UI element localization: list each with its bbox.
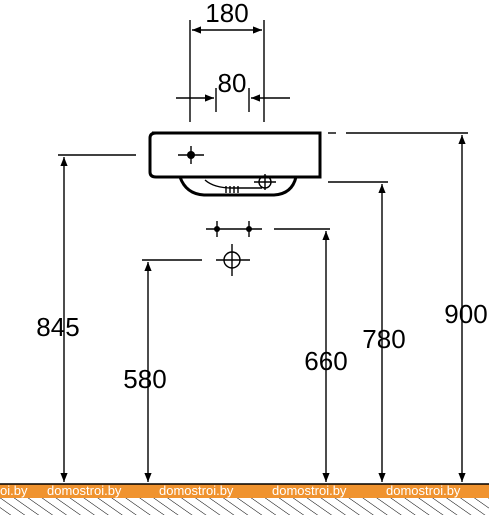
watermark-text: domostroi.by	[159, 483, 234, 498]
watermark-text: domostroi.by	[386, 483, 461, 498]
dimension-845: 845	[36, 154, 136, 482]
dimension-660: 660	[274, 228, 348, 482]
dimension-900: 900	[328, 132, 488, 482]
dimension-780: 780	[328, 181, 406, 482]
dimension-label-180: 180	[205, 0, 248, 28]
dimension-580: 580	[123, 259, 202, 482]
dimension-label-660: 660	[304, 346, 347, 376]
tap-hole-mark	[178, 146, 204, 164]
dimension-label-780: 780	[362, 324, 405, 354]
dimension-label-580: 580	[123, 364, 166, 394]
dimension-80: 80	[176, 68, 290, 112]
dimension-180: 180	[189, 0, 265, 122]
watermark-text: domostroi.by	[272, 483, 347, 498]
dimension-label-80: 80	[218, 68, 247, 98]
floor-hatching	[0, 498, 489, 515]
water-connections	[206, 221, 262, 237]
watermark-text-partial: oi.by	[0, 483, 28, 498]
washbasin-profile	[148, 131, 322, 197]
dimension-label-900: 900	[444, 299, 487, 329]
floor: oi.by domostroi.by domostroi.by domostro…	[0, 483, 489, 515]
watermark-band	[0, 484, 489, 498]
watermark-text: domostroi.by	[47, 483, 122, 498]
waste-connection	[216, 244, 250, 276]
dimension-label-845: 845	[36, 312, 79, 342]
drain-mark	[254, 174, 276, 190]
